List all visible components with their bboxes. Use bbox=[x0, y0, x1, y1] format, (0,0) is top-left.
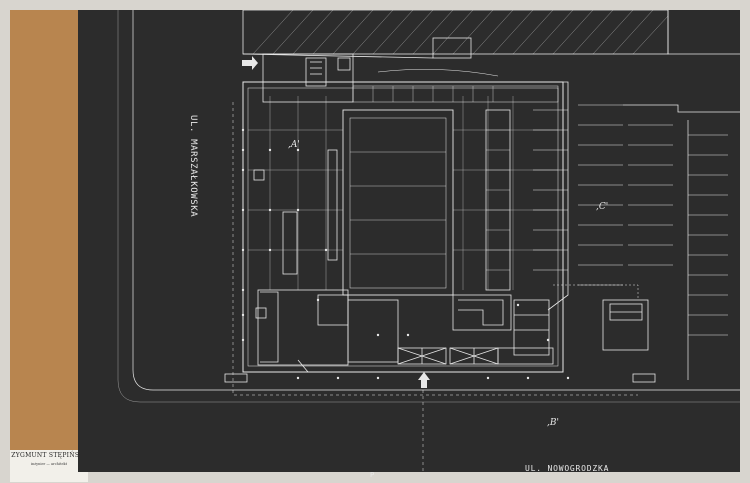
street-label-marszalkowska: UL. MARSZAŁKOWSKA bbox=[188, 115, 198, 218]
blueprint-board: UL. MARSZAŁKOWSKA UL. NOWOGRODZKA ,A' ,B… bbox=[78, 10, 740, 479]
street-label-nowogrodzka: UL. NOWOGRODZKA bbox=[525, 464, 610, 473]
architect-name: ZYGMUNT STĘPIŃSKI bbox=[11, 452, 87, 459]
zone-label-b: ,B' bbox=[547, 418, 559, 428]
zone-label-a: ,A' bbox=[288, 140, 300, 150]
architect-label: ZYGMUNT STĘPIŃSKI inżynier — architekt bbox=[10, 450, 88, 482]
floor-plan-drawing bbox=[117, 10, 740, 472]
corner-letter: P bbox=[370, 471, 375, 479]
zone-label-c: ,C' bbox=[596, 202, 609, 212]
architect-subtitle: inżynier — architekt bbox=[30, 462, 68, 466]
kraft-paper-strip: ZYGMUNT STĘPIŃSKI inżynier — architekt bbox=[10, 10, 88, 482]
